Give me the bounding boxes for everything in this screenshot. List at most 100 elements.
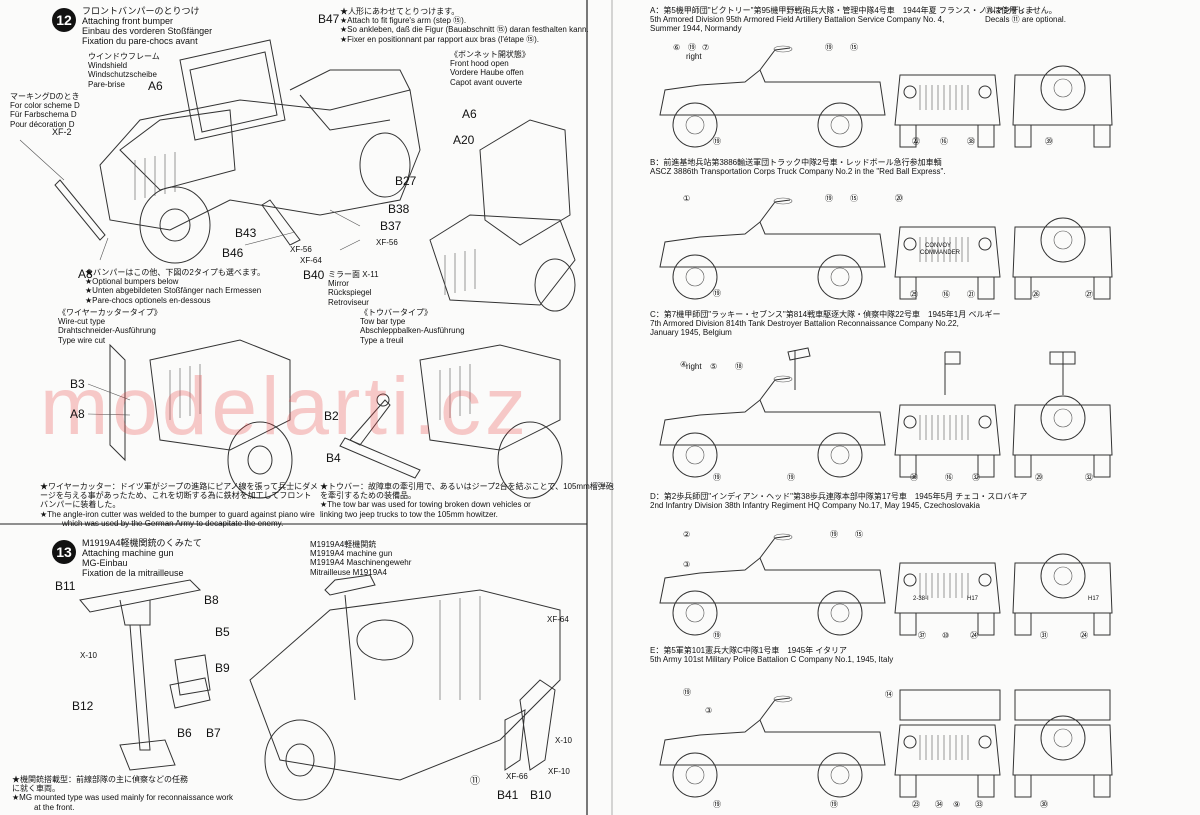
step-13-badge: 13	[52, 540, 76, 564]
rear-tire-left	[1014, 612, 1032, 636]
callout: ㉓	[912, 800, 920, 809]
part-label: XF-56	[376, 238, 398, 247]
wire-note-en2: which was used by the German Army to dec…	[62, 518, 284, 528]
front-tire-left	[899, 612, 917, 636]
title-de: Einbau des vorderen Stoßfänger	[82, 26, 213, 36]
scheme-c-right-label: right	[686, 362, 702, 371]
spare-hub	[1053, 78, 1073, 98]
callout: ④	[680, 360, 688, 369]
callout: ㉒	[912, 137, 920, 146]
scheme-a-en2: Summer 1944, Normandy	[650, 24, 742, 33]
hub-rear	[830, 765, 850, 785]
gun-fr: Mitrailleuse M1919A4	[310, 567, 387, 577]
callout: ㊳	[967, 137, 975, 146]
callout: ㊲	[918, 631, 926, 640]
steering-rim	[773, 375, 793, 383]
hub-front	[685, 445, 705, 465]
tow-de: Abschleppbalken-Ausführung	[360, 326, 465, 336]
headlight-right	[978, 573, 992, 587]
part-label: XF-56	[290, 245, 312, 254]
front-tire-left	[899, 454, 917, 478]
callout: ⑯	[940, 137, 948, 146]
convoy-sign-2: COMMANDER	[920, 250, 960, 256]
canopy-front	[899, 689, 1001, 721]
callout: ⑳	[895, 194, 903, 203]
figure-en: ★Attach to fit figure's arm (step ⑮).	[340, 16, 467, 26]
step-12-badge: 12	[52, 8, 76, 32]
wheel-front	[672, 102, 718, 148]
front-view-body	[894, 724, 1001, 776]
rear-tire-right	[1093, 774, 1111, 798]
callout: ㉔	[1080, 631, 1088, 640]
mg-note-jp2: に就く車両。	[12, 784, 60, 794]
flag-rear	[1049, 351, 1076, 395]
callout: ㉕	[910, 290, 918, 299]
scheme-b-jp: B：前進基地兵站第3886輸送軍団トラック中隊2号車・レッドボール急行参加車輌	[650, 158, 942, 167]
part-label: B40	[303, 268, 325, 282]
mg-note-en1: ★MG mounted type was used mainly for rec…	[12, 793, 234, 803]
callout: ③	[705, 706, 713, 715]
wire-cut-drawing	[87, 339, 293, 499]
callout: ⑯	[942, 290, 950, 299]
marking-en: For color scheme D	[10, 101, 80, 111]
spare-tire	[1040, 395, 1086, 441]
windshield-jp: ウインドウフレーム	[88, 52, 160, 61]
machine-gun-drawing	[79, 579, 211, 771]
scheme-e-caption: E：第5軍第101憲兵大隊C中隊1号車 1945年 イタリア 5th Army …	[650, 646, 893, 664]
gun-en: M1919A4 machine gun	[310, 549, 393, 559]
spare-hub	[1053, 230, 1073, 250]
decal-note-en: Decals ⑪ are optional.	[985, 15, 1066, 24]
decal-optional-note: ⑪は使用しません。 Decals ⑪ are optional.	[985, 6, 1066, 24]
gun-callout: M1919A4軽機関銃 M1919A4 machine gun M1919A4 …	[310, 540, 411, 577]
headlight-left	[903, 735, 917, 749]
decal-profiles	[659, 45, 1113, 798]
wire-fr: Type wire cut	[58, 335, 106, 345]
mg-post-side	[787, 347, 811, 390]
rear-tire-right	[1093, 612, 1111, 636]
title-fr: Fixation du pare-chocs avant	[82, 36, 198, 46]
part-label: A8	[70, 407, 85, 421]
part-label: B37	[380, 219, 402, 233]
flag-front	[944, 351, 961, 395]
part-label: B46	[222, 246, 244, 260]
steering-wheel	[759, 535, 791, 559]
callout: ⑨	[953, 800, 961, 809]
hub-rear	[830, 445, 850, 465]
bumper-de: ★Unten abgebildeten Stoßfänger nach Erme…	[85, 286, 262, 296]
mirror-callout: ミラー面 X-11 Mirror Rückspiegel Retroviseur	[328, 270, 379, 307]
wheel-rear	[817, 254, 863, 300]
front-view-body	[894, 404, 1001, 456]
rear-tire-left	[1014, 454, 1032, 478]
windshield-callout: ウインドウフレーム Windshield Windschutzscheibe P…	[88, 52, 160, 89]
wire-de: Drahtschneider-Ausführung	[58, 326, 156, 336]
wire-jp: 《ワイヤーカッタータイプ》	[58, 308, 162, 317]
part-label: B2	[324, 409, 339, 423]
watermark: modelarti.cz	[40, 361, 531, 452]
callout: ㉝	[975, 800, 983, 809]
callout: ㉖	[1032, 290, 1040, 299]
part-label: B7	[206, 726, 221, 740]
part-label: B11	[55, 579, 76, 593]
wheel-rear	[817, 102, 863, 148]
callout: ⑲	[787, 473, 795, 482]
steering-rim	[773, 533, 793, 541]
scheme-e-jp: E：第5軍第101憲兵大隊C中隊1号車 1945年 イタリア	[650, 646, 848, 655]
wheel-front	[672, 432, 718, 478]
scheme-c-jp: C：第7機甲師団"ラッキー・セブンス"第814戦車駆逐大隊・偵察中隊22号車 1…	[650, 310, 1001, 319]
part-label: A6	[148, 79, 163, 93]
scheme-d-en1: 2nd Infantry Division 38th Infantry Regi…	[650, 501, 980, 510]
jeep-main-drawing	[19, 39, 421, 264]
marking-callout: マーキングDのとき For color scheme D Für Farbsch…	[10, 92, 80, 129]
hood-open-callout: 《ボンネット開状態》 Front hood open Vordere Haube…	[450, 50, 530, 87]
wire-cut-title: 《ワイヤーカッタータイプ》 Wire-cut type Drahtschneid…	[58, 308, 162, 345]
wheel-front	[672, 590, 718, 636]
bumper-jp: ★バンパーはこの他、下図の2タイプも選べます。	[85, 268, 266, 277]
callout: ⑲	[830, 800, 838, 809]
steering-rim	[773, 197, 793, 205]
callout: ⑲	[825, 43, 833, 52]
part-label: B6	[177, 726, 192, 740]
step-12-title: フロントバンパーのとりつけ Attaching front bumper Ein…	[82, 6, 212, 46]
front-tire-right	[977, 774, 995, 798]
h17-front: H17	[967, 596, 979, 602]
